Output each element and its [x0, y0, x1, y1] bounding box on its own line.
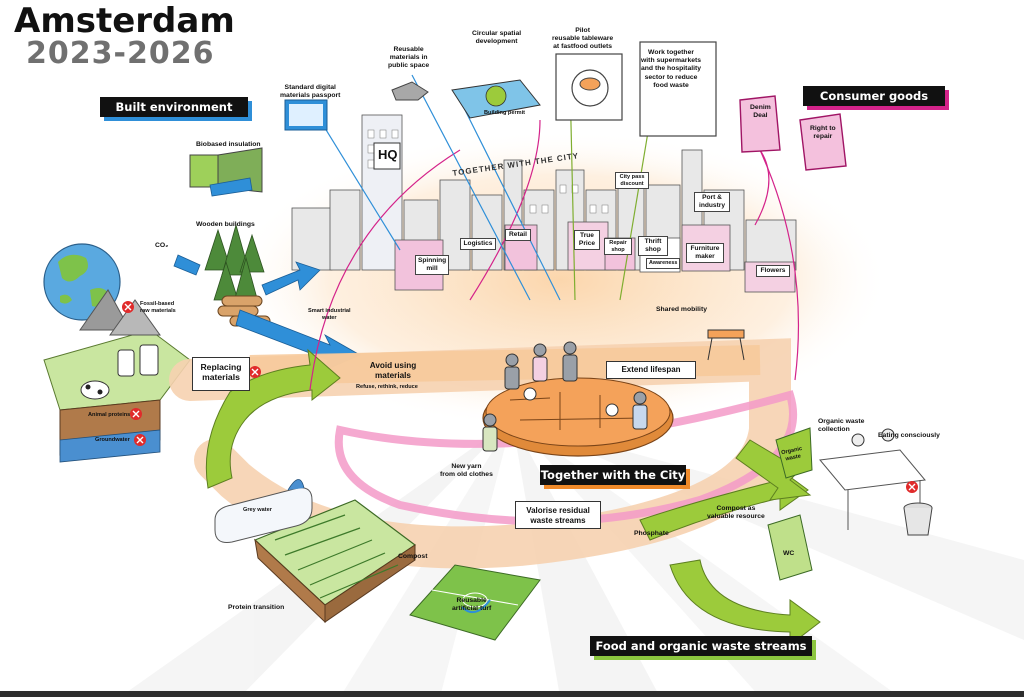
sign-flowers: Flowers [756, 265, 790, 277]
box-avoid-using: Avoid using materials [369, 361, 417, 380]
insulation-panel [189, 147, 263, 193]
hq-sign [373, 142, 401, 170]
label-circular-spatial: Circular spatial development [472, 30, 522, 46]
label-avoid-sub: Refuse, rethink, reduce [356, 384, 418, 390]
pink-connector-lines [309, 119, 800, 391]
sign-spinning-mill: Spinning mill [415, 255, 449, 275]
sign-retail: Retail [505, 229, 531, 241]
label-artificial-turf: Reusable artificial turf [452, 597, 492, 613]
label-compost-resource: Compost as valuable resource [707, 505, 765, 521]
label-eating-consciously: Eating consciously [878, 432, 940, 439]
label-building-permit: Building permit [484, 110, 526, 116]
sign-true-price: True Price [574, 230, 600, 250]
label-hq: HQ [378, 147, 398, 162]
label-shared-mobility: Shared mobility [656, 306, 707, 313]
label-animal-proteins: Animal proteins [88, 412, 131, 418]
rubble-pile [391, 81, 429, 101]
label-wc: WC [783, 550, 795, 557]
label-protein-transition: Protein transition [228, 604, 285, 611]
label-work-together: Work together with supermarkets and the … [641, 49, 702, 89]
label-organic-collection: Organic waste collection [818, 418, 865, 434]
sign-awareness: Awareness [646, 258, 680, 269]
consumer-cards [739, 95, 847, 171]
sign-thrift-shop: Thrift shop [638, 236, 668, 256]
supermarket-box [639, 41, 717, 137]
page-title: Amsterdam [14, 1, 235, 41]
box-replacing-materials: Replacing materials [192, 357, 250, 391]
sign-repair-shop: Repair shop [604, 238, 632, 256]
label-grey-water: Grey water [243, 507, 272, 513]
label-compost: Compost [398, 553, 428, 560]
tableware-box [555, 53, 623, 121]
blue-connector-lines [319, 74, 561, 301]
bottom-bar [0, 691, 1024, 697]
label-wooden-buildings: Wooden buildings [196, 221, 255, 228]
label-denim-deal: Denim Deal [750, 104, 771, 120]
label-new-yarn: New yarn from old clothes [440, 463, 493, 479]
sign-port-industry: Port & industry [694, 192, 730, 212]
label-pilot-tableware: Pilot reusable tableware at fastfood out… [552, 27, 614, 51]
tag-built-environment: Built environment [100, 97, 248, 117]
label-standard-passport: Standard digital materials passport [280, 84, 341, 100]
box-valorise: Valorise residual waste streams [515, 501, 601, 529]
sign-furniture-maker: Furniture maker [686, 243, 724, 263]
page-subtitle-years: 2023-2026 [26, 36, 215, 71]
label-right-to-repair: Right to repair [810, 125, 836, 141]
waste-bin [903, 502, 933, 536]
organic-bin [775, 427, 813, 479]
tag-consumer-goods: Consumer goods [803, 86, 945, 106]
label-co2: CO₂ [155, 242, 169, 249]
people-figures [482, 341, 648, 452]
passport-laptop [284, 99, 328, 131]
forest-illustration [204, 223, 265, 303]
artificial-turf-pitch [409, 564, 541, 641]
tag-food-organic: Food and organic waste streams [590, 636, 812, 656]
spatial-development-board [451, 79, 541, 119]
tag-together-with-city: Together with the City [540, 465, 686, 485]
label-phosphate: Phosphate [634, 530, 669, 537]
label-fossil-raw: Fossil-based raw materials [140, 301, 176, 314]
label-smart-water: Smart industrial water [308, 308, 351, 321]
label-groundwater: Groundwater [95, 437, 130, 443]
wc-box [767, 514, 813, 581]
sign-logistics: Logistics [460, 238, 496, 250]
box-extend-lifespan: Extend lifespan [606, 361, 696, 379]
label-reusable-public: Reusable materials in public space [388, 46, 430, 70]
sign-city-pass: City pass discount [615, 172, 649, 190]
grey-water-tank [214, 479, 313, 543]
label-biobased-insulation: Biobased insulation [196, 141, 261, 148]
roadblock [707, 329, 745, 361]
puzzle-table [482, 377, 674, 457]
